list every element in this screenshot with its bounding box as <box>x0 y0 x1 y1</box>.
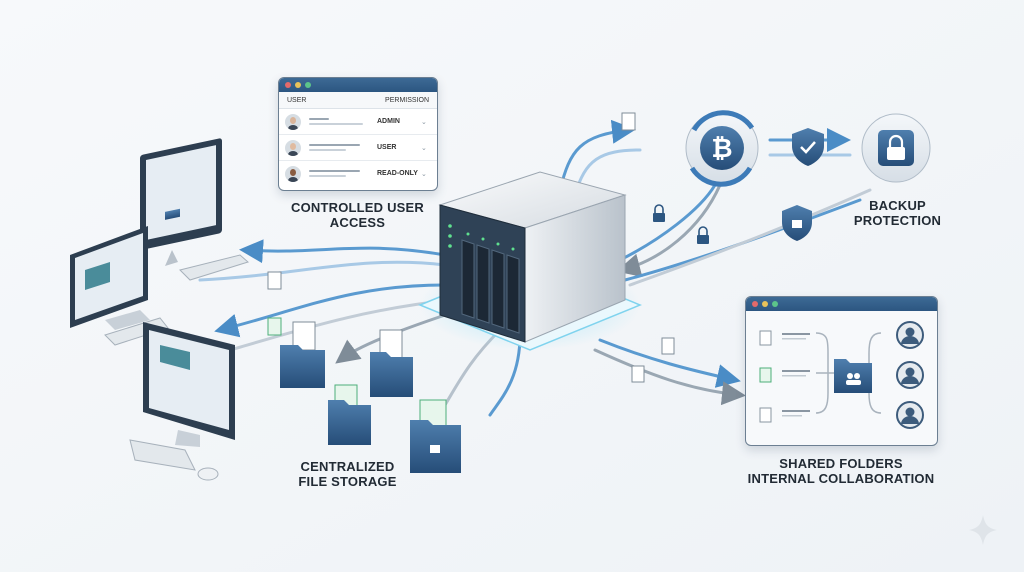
chevron-down-icon[interactable]: ⌄ <box>421 144 427 152</box>
caption-line: ACCESS <box>329 215 386 230</box>
lock-icon <box>861 113 931 183</box>
column-user: USER <box>287 97 307 104</box>
minimize-dot[interactable] <box>295 82 301 88</box>
shared-folder-diagram <box>759 321 924 429</box>
permission-select[interactable]: USER <box>377 144 397 151</box>
folder-icon <box>328 384 371 445</box>
svg-text:₿: ₿ <box>711 133 732 163</box>
document-icon <box>759 330 772 346</box>
spreadsheet-icon <box>759 367 772 383</box>
shared-caption: SHARED FOLDERS INTERNAL COLLABORATION <box>735 456 947 486</box>
permission-select[interactable]: ADMIN <box>377 118 400 125</box>
caption-line: INTERNAL COLLABORATION <box>747 471 935 486</box>
caption-line: CENTRALIZED <box>300 459 395 474</box>
document-icon <box>759 407 772 423</box>
maximize-dot[interactable] <box>305 82 311 88</box>
chevron-down-icon[interactable]: ⌄ <box>421 118 427 126</box>
desktop-monitor-icon[interactable] <box>70 226 169 346</box>
chevron-down-icon[interactable]: ⌄ <box>421 170 427 178</box>
caption-line: CONTROLLED USER <box>291 200 424 215</box>
document-icon <box>661 337 675 355</box>
sparkle-icon <box>969 515 997 545</box>
table-row: ADMIN ⌄ <box>279 109 437 135</box>
shared-folders-window <box>745 296 938 446</box>
folder-icon <box>410 399 461 473</box>
bitcoin-sync-icon: ₿ <box>685 110 759 187</box>
user-access-caption: CONTROLLED USER ACCESS <box>270 200 445 230</box>
nas-server-icon <box>438 171 627 343</box>
folder-icon <box>834 359 872 393</box>
avatar <box>285 139 301 156</box>
permission-select[interactable]: READ-ONLY <box>377 170 418 177</box>
lock-icon <box>653 204 665 222</box>
user-icon <box>896 401 924 429</box>
desktop-monitor-icon[interactable] <box>129 322 235 481</box>
folder-icon <box>280 321 325 388</box>
maximize-dot[interactable] <box>772 301 778 307</box>
user-icon <box>896 361 924 389</box>
desktop-monitor-icon[interactable] <box>140 138 250 281</box>
spreadsheet-icon <box>267 317 282 336</box>
caption-line: SHARED FOLDERS <box>779 456 903 471</box>
avatar <box>285 113 301 130</box>
column-permission: PERMISSION <box>385 97 429 104</box>
table-row: READ-ONLY ⌄ <box>279 161 437 186</box>
shield-lock-icon <box>782 205 812 241</box>
storage-caption: CENTRALIZED FILE STORAGE <box>280 459 415 489</box>
shield-check-icon <box>792 128 824 166</box>
caption-line: FILE STORAGE <box>298 474 397 489</box>
folder-icon <box>370 329 413 397</box>
caption-line: PROTECTION <box>853 213 942 228</box>
window-titlebar <box>279 78 437 92</box>
window-titlebar <box>746 297 937 311</box>
caption-line: BACKUP <box>869 198 926 213</box>
table-header: USER PERMISSION <box>279 92 437 109</box>
minimize-dot[interactable] <box>762 301 768 307</box>
user-name-placeholder <box>309 167 377 180</box>
document-icon <box>631 365 645 383</box>
document-icon <box>267 271 282 290</box>
document-icon <box>621 112 636 131</box>
lock-icon <box>697 226 709 244</box>
backup-caption: BACKUP PROTECTION <box>840 198 955 228</box>
user-name-placeholder <box>309 115 377 128</box>
close-dot[interactable] <box>285 82 291 88</box>
close-dot[interactable] <box>752 301 758 307</box>
user-access-window: USER PERMISSION ADMIN ⌄ USER ⌄ READ-ONLY… <box>278 77 438 191</box>
user-icon <box>896 321 924 349</box>
user-name-placeholder <box>309 141 377 154</box>
avatar <box>285 165 301 182</box>
table-row: USER ⌄ <box>279 135 437 161</box>
